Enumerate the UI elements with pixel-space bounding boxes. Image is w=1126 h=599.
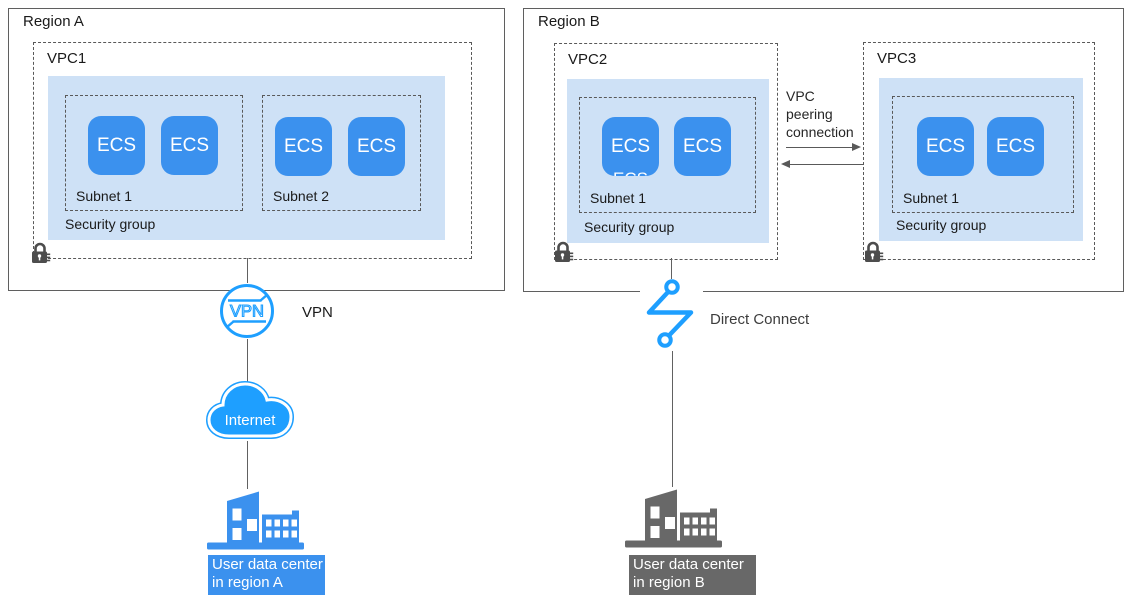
- ecs-label: ECS: [995, 135, 1036, 157]
- vpn-label: VPN: [302, 304, 333, 321]
- connector-line: [672, 351, 673, 487]
- vpc3-subnet1-label: Subnet 1: [903, 190, 960, 206]
- internet-label: Internet: [225, 412, 277, 429]
- ecs-label: ECS: [925, 135, 966, 157]
- ecs-node: ECS: [987, 117, 1044, 176]
- vpc3-subnet1-box: ECS ECS Subnet 1: [892, 96, 1074, 213]
- direct-connect-label: Direct Connect: [710, 311, 810, 328]
- vpn-icon-text: VPN: [230, 303, 264, 321]
- vpc2-label: VPC2: [568, 51, 608, 68]
- vpc1-security-group-label: Security group: [65, 216, 156, 232]
- ecs-node: ECS: [917, 117, 974, 176]
- datacenter-label-line2: in region B: [633, 574, 705, 591]
- peering-arrow-left: [781, 160, 863, 168]
- datacenter-label-line1: User data center: [633, 556, 744, 573]
- vpc3-security-group: ECS ECS Subnet 1 Security group: [879, 78, 1083, 241]
- vpc1-subnet1-box: ECS ECS Subnet 1: [65, 95, 243, 211]
- vpc1-box: VPC1 ECS ECS Subnet 1 ECS ECS Subnet 2 S…: [33, 42, 472, 259]
- vpc1-label: VPC1: [47, 50, 87, 67]
- internet-cloud-icon: Internet: [205, 379, 295, 443]
- connector-line: [247, 339, 248, 382]
- region-a-box: Region A VPC1 ECS ECS Subnet 1 ECS ECS S…: [8, 8, 505, 291]
- datacenter-label-line2: in region A: [212, 574, 283, 591]
- ecs-label: ECS: [96, 134, 137, 156]
- ecs-node: ECS: [674, 117, 731, 176]
- connector-line: [671, 258, 672, 279]
- vpc1-subnet2-label: Subnet 2: [273, 188, 330, 204]
- region-a-label: Region A: [23, 13, 84, 30]
- vpc2-security-group-label: Security group: [584, 219, 675, 235]
- vpc2-security-group: ECS ECS ECS Subnet 1 Security group: [567, 79, 769, 243]
- peering-arrow-right: [786, 143, 861, 151]
- ecs-node: ECS: [275, 117, 332, 176]
- ecs-node: ECS: [348, 117, 405, 176]
- ecs-node: ECS ECS: [602, 117, 659, 176]
- vpc2-subnet1-label: Subnet 1: [590, 190, 647, 206]
- connector-line: [247, 258, 248, 283]
- ecs-node: ECS: [88, 116, 145, 175]
- vpc2-subnet1-box: ECS ECS ECS Subnet 1: [579, 97, 756, 213]
- vpc3-security-group-label: Security group: [896, 217, 987, 233]
- vpn-gateway-icon: VPN: [219, 283, 275, 339]
- datacenter-building-icon: [625, 489, 722, 548]
- vpc2-box: VPC2 ECS ECS ECS Subnet 1 Security group: [554, 43, 778, 260]
- vpc-peering-line1: VPC: [786, 88, 815, 104]
- security-lock-icon: [555, 241, 574, 262]
- ecs-label: ECS: [610, 135, 651, 157]
- ecs-label: ECS: [283, 135, 324, 157]
- ecs-ghost-label: ECS: [613, 169, 648, 176]
- region-b-box: Region B VPC2 ECS ECS ECS Subnet 1 Secur…: [523, 8, 1124, 292]
- security-lock-icon: [865, 241, 884, 262]
- connector-line: [247, 441, 248, 489]
- datacenter-label-line1: User data center: [212, 556, 323, 573]
- vpc-peering-line2: peering: [786, 106, 833, 122]
- security-lock-icon: [32, 242, 51, 263]
- vpc1-security-group: ECS ECS Subnet 1 ECS ECS Subnet 2 Securi…: [48, 76, 445, 240]
- datacenter-building-icon: [207, 491, 304, 550]
- region-b-label: Region B: [538, 13, 600, 30]
- vpc3-label: VPC3: [877, 50, 917, 67]
- vpc-peering-line3: connection: [786, 124, 854, 140]
- user-datacenter-b-label: User data center in region B: [629, 555, 756, 595]
- direct-connect-icon: [646, 279, 694, 348]
- vpc3-box: VPC3 ECS ECS Subnet 1 Security group: [863, 42, 1095, 260]
- vpc1-subnet2-box: ECS ECS Subnet 2: [262, 95, 421, 211]
- vpc-peering-connection-label: VPC peering connection: [786, 87, 854, 141]
- user-datacenter-a-label: User data center in region A: [208, 555, 325, 595]
- ecs-label: ECS: [356, 135, 397, 157]
- vpc1-subnet1-label: Subnet 1: [76, 188, 133, 204]
- ecs-label: ECS: [682, 135, 723, 157]
- ecs-node: ECS: [161, 116, 218, 175]
- ecs-label: ECS: [169, 134, 210, 156]
